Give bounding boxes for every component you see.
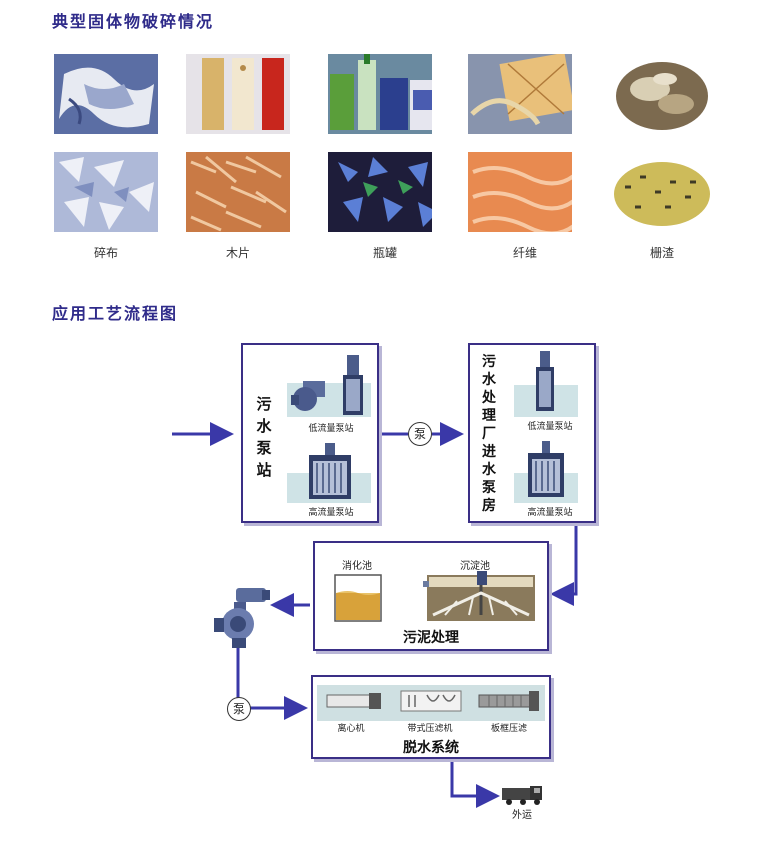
station2-high-label: 高流量泵站 [527,508,573,518]
station1-low-label: 低流量泵站 [308,424,354,434]
station2-low-label: 低流量泵站 [527,422,573,432]
caption-screenings: 栅渣 [649,246,674,260]
truck-icon [502,786,542,805]
belt-press-icon [400,690,462,712]
sludge-treatment-box: 消化池 沉淀池 污泥处理 [313,541,549,651]
pump-symbol-2: 泵 [227,697,251,721]
photo-screenings-crushed [610,152,714,232]
station1-title: 污水泵站 [256,395,272,479]
low-flow-pump-icon [291,355,363,415]
photo-bottles-shredded [328,152,432,232]
belt-press-label: 带式压滤机 [407,724,453,734]
station2-title: 污水处理厂进水泵房 [482,354,496,514]
pump-symbol-1: 泵 [408,422,432,446]
centrifuge-label: 离心机 [337,724,365,734]
high-flow-pump-icon [309,443,351,499]
high-flow-pump-icon-2 [528,441,564,497]
wwtp-inlet-pump-house-box: 污水处理厂进水泵房 低流量泵站 高流量泵站 [468,343,596,523]
section-title-crushing: 典型固体物破碎情况 [52,12,215,31]
caption-cans: 瓶罐 [372,246,397,260]
digester-label: 消化池 [342,561,372,572]
plate-frame-press-icon [478,691,539,711]
dewatering-system-title: 脱水系统 [403,740,459,756]
outbound-label: 外运 [512,810,532,821]
photo-fiber-shredded [468,152,572,232]
photo-wood [186,54,290,134]
sludge-pump-icon [214,588,270,648]
settling-tank-icon [423,571,535,621]
plate-frame-press-label: 板框压滤 [490,724,527,734]
section-title-process: 应用工艺流程图 [52,304,179,323]
settler-label: 沉淀池 [460,561,490,572]
centrifuge-icon [326,693,381,709]
photo-cans [328,54,432,134]
digester-tank-icon [334,574,382,622]
sewage-pump-station-box: 污水泵站 低流量泵站 高流量泵站 [241,343,379,523]
photo-cloth-shredded [54,152,158,232]
photo-screenings [610,54,714,134]
caption-cloth: 碎布 [93,246,118,260]
low-flow-pump-icon-2 [536,351,554,411]
photo-wood-chips [186,152,290,232]
station1-high-label: 高流量泵站 [308,508,354,518]
dewatering-system-box: 离心机 带式压滤机 板框压滤 脱水系统 [311,675,551,759]
photo-cloth [54,54,158,134]
sludge-treatment-title: 污泥处理 [403,630,459,646]
caption-wood: 木片 [225,246,250,260]
photo-fiber [468,54,572,134]
caption-fiber: 纤维 [512,246,537,260]
